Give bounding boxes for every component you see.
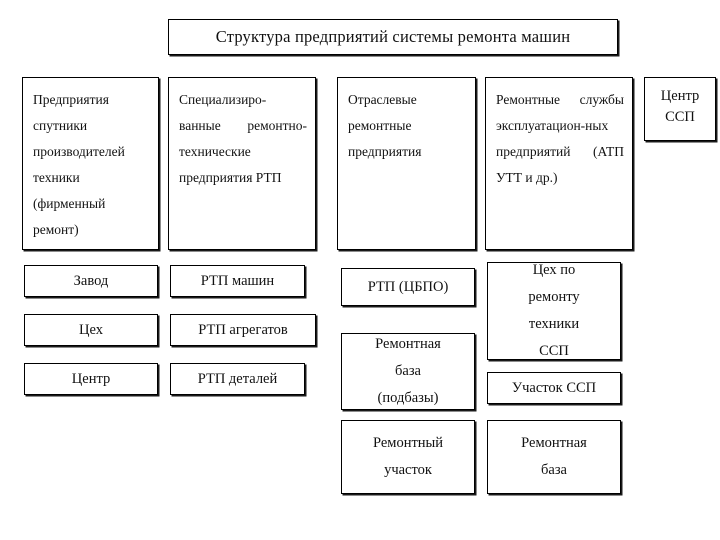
column-1-item-1-label: Завод xyxy=(73,272,109,289)
column-4-item-2: Участок ССП xyxy=(487,372,621,404)
column-4-item-2-label: Участок ССП xyxy=(511,379,597,396)
column-2-item-1: РТП машин xyxy=(170,265,305,297)
column-1-item-3: Центр xyxy=(24,363,158,395)
column-4-item-3-label: Ремонтная база xyxy=(521,435,587,478)
top-box-branch-repair: Отраслевые ремонтные предприятия xyxy=(337,77,476,250)
column-2-item-3: РТП деталей xyxy=(170,363,305,395)
column-2-item-1-label: РТП машин xyxy=(200,272,275,289)
top-box-operating-services: Ремонтные службы эксплуатацион-ных предп… xyxy=(485,77,633,250)
column-3-item-3: Ремонтный участок xyxy=(341,420,475,494)
column-1-item-3-label: Центр xyxy=(71,370,111,387)
top-box-specialized-rtp: Специализиро-ванные ремонтно-технические… xyxy=(168,77,316,250)
diagram-title-text: Структура предприятий системы ремонта ма… xyxy=(215,27,571,46)
column-2-item-3-label: РТП деталей xyxy=(197,370,278,387)
column-3-item-2-label: Ремонтная база (подбазы) xyxy=(375,336,441,406)
top-box-specialized-rtp-label: Специализиро-ванные ремонтно-технические… xyxy=(179,92,307,185)
diagram-title-box: Структура предприятий системы ремонта ма… xyxy=(168,19,618,55)
column-1-item-2: Цех xyxy=(24,314,158,346)
top-box-center-ssp: Центр ССП xyxy=(644,77,716,141)
column-4-item-3: Ремонтная база xyxy=(487,420,621,494)
top-box-enterprise-satellites: Предприятия спутники производителей техн… xyxy=(22,77,159,250)
column-3-item-2: Ремонтная база (подбазы) xyxy=(341,333,475,410)
column-2-item-2: РТП агрегатов xyxy=(170,314,316,346)
column-1-item-2-label: Цех xyxy=(79,321,103,338)
top-box-branch-repair-label: Отраслевые ремонтные предприятия xyxy=(348,92,422,159)
top-box-center-ssp-label: Центр ССП xyxy=(660,88,700,125)
column-3-item-1: РТП (ЦБПО) xyxy=(341,268,475,306)
column-4-item-1-label: Цех по ремонту техники ССП xyxy=(528,262,580,359)
column-1-item-1: Завод xyxy=(24,265,158,297)
top-box-enterprise-satellites-label: Предприятия спутники производителей техн… xyxy=(33,92,125,237)
column-2-item-2-label: РТП агрегатов xyxy=(198,321,288,338)
column-4-item-1: Цех по ремонту техники ССП xyxy=(487,262,621,360)
column-3-item-1-label: РТП (ЦБПО) xyxy=(367,278,449,295)
top-box-operating-services-label: Ремонтные службы эксплуатацион-ных предп… xyxy=(496,92,624,185)
column-3-item-3-label: Ремонтный участок xyxy=(372,435,444,478)
